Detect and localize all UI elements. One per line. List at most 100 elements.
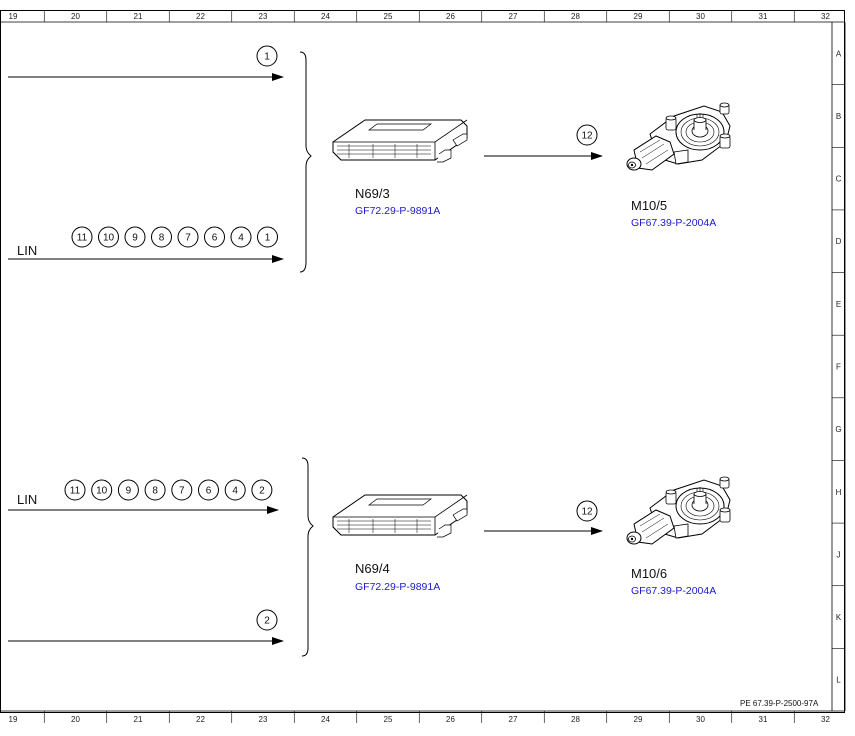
upper-brace [299,51,312,273]
column-label: 24 [321,12,330,21]
row-labels: A B C D E F G H J K L [835,49,841,684]
upper-motor-code: M10/5 [631,198,667,213]
column-label: 23 [259,715,268,724]
column-label: 19 [9,12,18,21]
svg-text:1: 1 [265,233,271,244]
column-label: 22 [196,12,205,21]
svg-text:2: 2 [259,486,265,497]
row-label: A [836,49,842,58]
column-label: 29 [634,12,643,21]
row-label: D [836,237,842,246]
svg-text:9: 9 [126,486,132,497]
upper-control-module [332,119,468,163]
column-label: 28 [571,715,580,724]
reference-circle: 2 [251,479,273,501]
svg-text:4: 4 [232,486,238,497]
column-label: 31 [759,12,768,21]
row-label: F [836,363,841,372]
upper-link-circle: 12 [576,124,598,146]
column-label: 21 [134,715,143,724]
reference-circle: 7 [171,479,193,501]
reference-circle: 7 [177,226,199,248]
lower-link-circle: 12 [576,500,598,522]
svg-text:10: 10 [103,233,115,244]
lower-control-module [332,494,468,538]
reference-circle: 4 [230,226,252,248]
column-label: 26 [446,715,455,724]
lower-lin-circles: 11 10 9 8 7 6 4 2 [64,479,273,501]
row-label: C [836,175,842,184]
lower-circuit: LIN 11 10 9 8 7 6 4 2 2 N69/4 GF72.29-P-9891A 1… [8,457,731,657]
lower-motor-code: M10/6 [631,566,667,581]
reference-circle: 2 [256,609,278,631]
footer-reference: PE 67.39-P-2500-97A [740,699,819,708]
column-label: 25 [384,12,393,21]
reference-circle: 9 [124,226,146,248]
column-label: 20 [71,715,80,724]
row-label: G [835,425,841,434]
lower-motor-ref: GF67.39-P-2004A [631,585,716,597]
svg-text:4: 4 [238,233,244,244]
column-label: 27 [509,12,518,21]
column-label: 26 [446,12,455,21]
svg-text:8: 8 [152,486,158,497]
column-label: 28 [571,12,580,21]
svg-text:12: 12 [581,131,593,142]
column-label: 31 [759,715,768,724]
reference-circle: 11 [64,479,86,501]
upper-top-circles: 1 [256,45,278,67]
lower-window-motor [626,476,731,545]
reference-circle: 1 [257,226,278,248]
lower-bottom-circles: 2 [256,609,278,631]
reference-circle: 8 [144,479,166,501]
reference-circle: 6 [204,226,225,248]
column-label: 20 [71,12,80,21]
column-label: 19 [9,715,18,724]
upper-module-code: N69/3 [355,186,390,201]
lower-lin-label: LIN [17,492,37,507]
lower-module-code: N69/4 [355,561,390,576]
row-label: K [836,613,842,622]
svg-text:11: 11 [77,233,88,244]
column-label: 24 [321,715,330,724]
column-label: 32 [821,715,830,724]
row-label: H [836,488,842,497]
row-label: J [837,550,841,559]
reference-circle: 4 [224,479,246,501]
upper-window-motor [626,102,731,171]
reference-circle: 1 [256,45,278,67]
row-label: L [836,676,841,685]
column-label: 22 [196,715,205,724]
svg-text:10: 10 [96,486,108,497]
row-label: B [836,112,841,121]
reference-circle: 10 [98,226,119,248]
svg-text:12: 12 [581,507,593,518]
column-label: 32 [821,12,830,21]
column-label: 29 [634,715,643,724]
column-label: 27 [509,715,518,724]
drawing-frame [0,10,846,723]
reference-circle: 12 [576,124,598,146]
column-label: 23 [259,12,268,21]
svg-text:7: 7 [185,233,191,244]
svg-text:11: 11 [70,486,81,497]
svg-text:8: 8 [159,233,165,244]
column-label: 25 [384,715,393,724]
column-labels-bottom: 19 20 21 22 23 24 25 26 27 28 29 30 31 32 [9,715,831,724]
upper-module-ref: GF72.29-P-9891A [355,205,440,217]
reference-circle: 9 [117,479,139,501]
column-label: 30 [696,12,705,21]
svg-text:1: 1 [264,52,270,63]
reference-circle: 8 [151,226,172,248]
svg-text:7: 7 [179,486,185,497]
upper-lin-circles: 11 10 9 8 7 6 4 1 [71,226,278,248]
reference-circle: 6 [198,479,219,501]
column-label: 30 [696,715,705,724]
reference-circle: 12 [576,500,598,522]
lower-module-ref: GF72.29-P-9891A [355,581,440,593]
row-label: E [836,300,841,309]
lower-brace [301,457,314,657]
